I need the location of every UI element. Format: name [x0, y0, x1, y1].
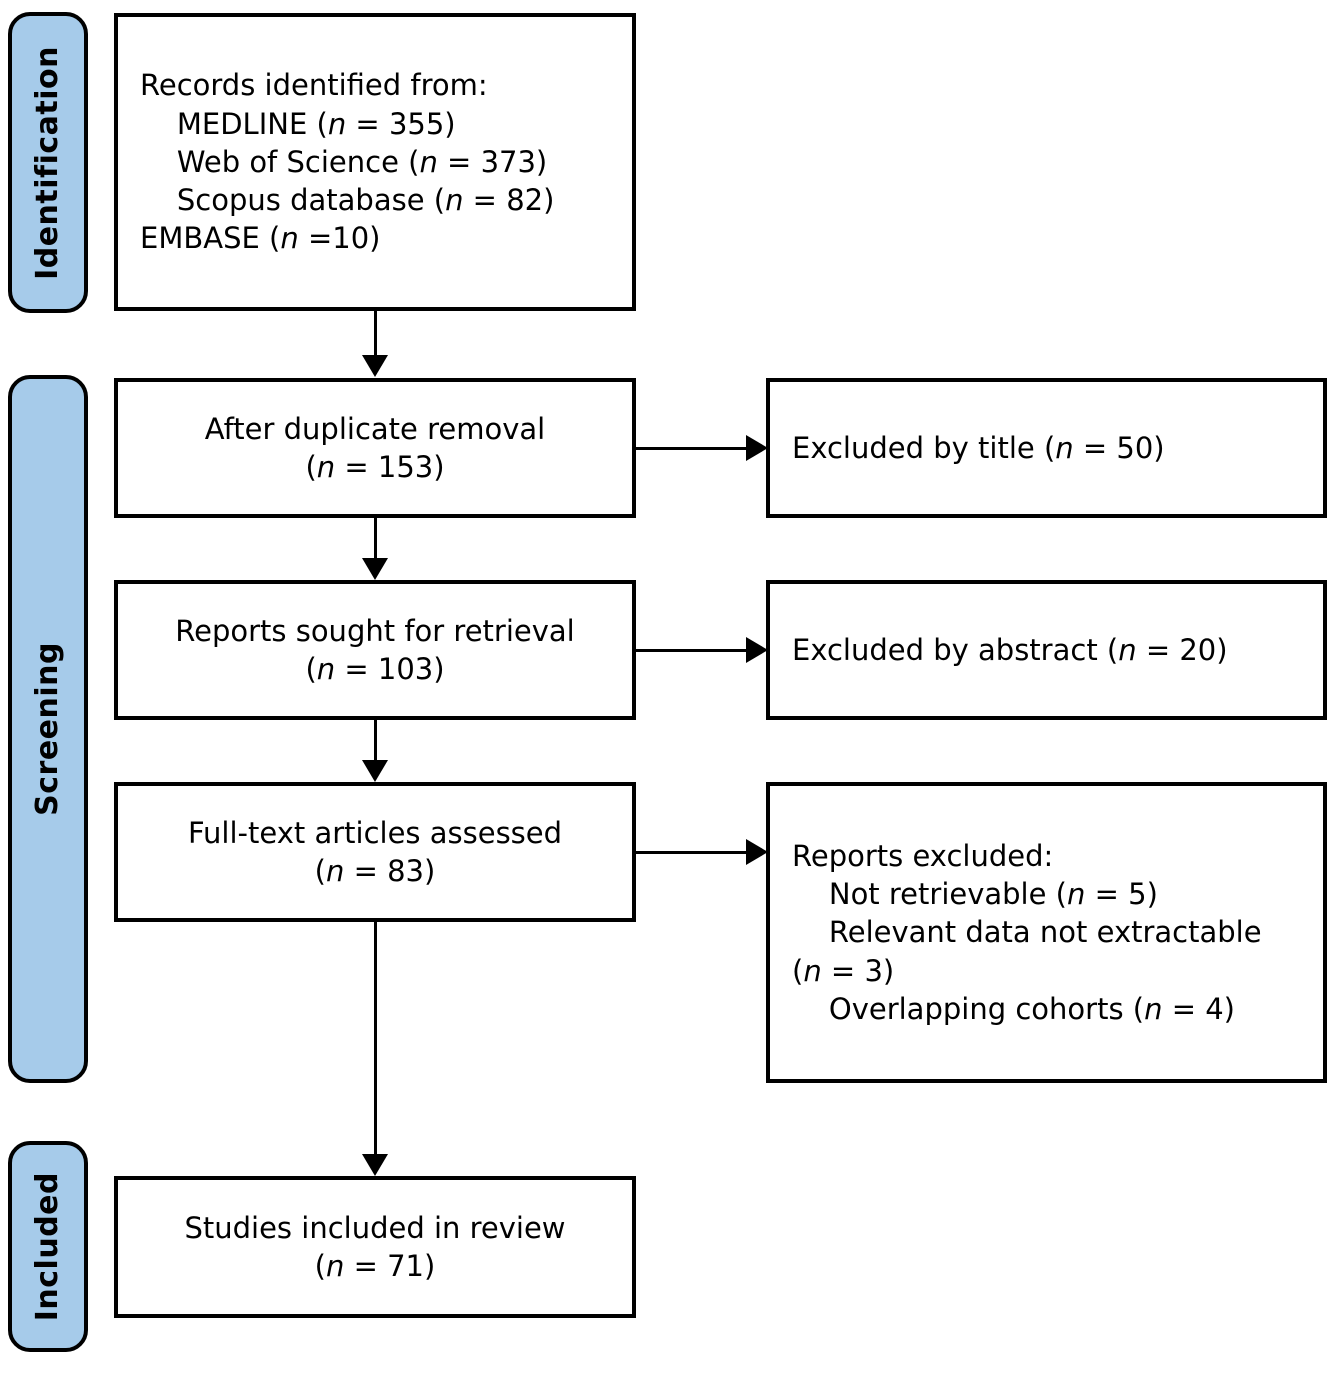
box-full-text-articles-assessed-text: Full-text articles assessed (n = 83) — [187, 815, 563, 888]
phase-bar-identification: Identification — [8, 12, 88, 313]
box-full-text-articles-assessed: Full-text articles assessed (n = 83) — [114, 782, 636, 922]
box-excluded-by-title: Excluded by title (n = 50) — [766, 378, 1327, 518]
arrowhead-dedup-to-sought — [362, 558, 388, 580]
arrowhead-fulltext-to-included — [362, 1154, 388, 1176]
box-records-identified-text: Records identified from: MEDLINE (n = 35… — [140, 68, 555, 256]
connector-fulltext-to-included — [374, 922, 377, 1156]
arrowhead-identified-to-dedup — [362, 355, 388, 377]
box-reports-sought-for-retrieval: Reports sought for retrieval (n = 103) — [114, 580, 636, 720]
box-reports-excluded: Reports excluded: Not retrievable (n = 5… — [766, 782, 1327, 1083]
box-excluded-by-abstract-text: Excluded by abstract (n = 20) — [792, 632, 1228, 667]
arrowhead-sought-to-excluded-abstract — [746, 637, 768, 663]
box-studies-included-in-review-text: Studies included in review (n = 71) — [184, 1210, 566, 1283]
box-excluded-by-title-text: Excluded by title (n = 50) — [792, 430, 1165, 465]
box-reports-sought-for-retrieval-text: Reports sought for retrieval (n = 103) — [175, 613, 575, 686]
box-after-duplicate-removal: After duplicate removal (n = 153) — [114, 378, 636, 518]
phase-label-included: Included — [30, 1171, 65, 1322]
connector-dedup-to-sought — [374, 518, 377, 564]
connector-dedup-to-excluded-title — [636, 447, 748, 450]
arrowhead-sought-to-fulltext — [362, 760, 388, 782]
box-excluded-by-abstract: Excluded by abstract (n = 20) — [766, 580, 1327, 720]
arrowhead-dedup-to-excluded-title — [746, 435, 768, 461]
arrowhead-fulltext-to-reports-excluded — [746, 839, 768, 865]
box-reports-excluded-text: Reports excluded: Not retrievable (n = 5… — [792, 838, 1262, 1026]
connector-sought-to-excluded-abstract — [636, 649, 748, 652]
box-records-identified: Records identified from: MEDLINE (n = 35… — [114, 13, 636, 311]
phase-label-screening: Screening — [30, 642, 65, 816]
phase-label-identification: Identification — [30, 45, 65, 280]
phase-bar-included: Included — [8, 1141, 88, 1352]
connector-sought-to-fulltext — [374, 720, 377, 766]
box-studies-included-in-review: Studies included in review (n = 71) — [114, 1176, 636, 1318]
box-after-duplicate-removal-text: After duplicate removal (n = 153) — [204, 411, 546, 484]
connector-fulltext-to-reports-excluded — [636, 851, 748, 854]
connector-identified-to-dedup — [374, 311, 377, 357]
phase-bar-screening: Screening — [8, 375, 88, 1083]
